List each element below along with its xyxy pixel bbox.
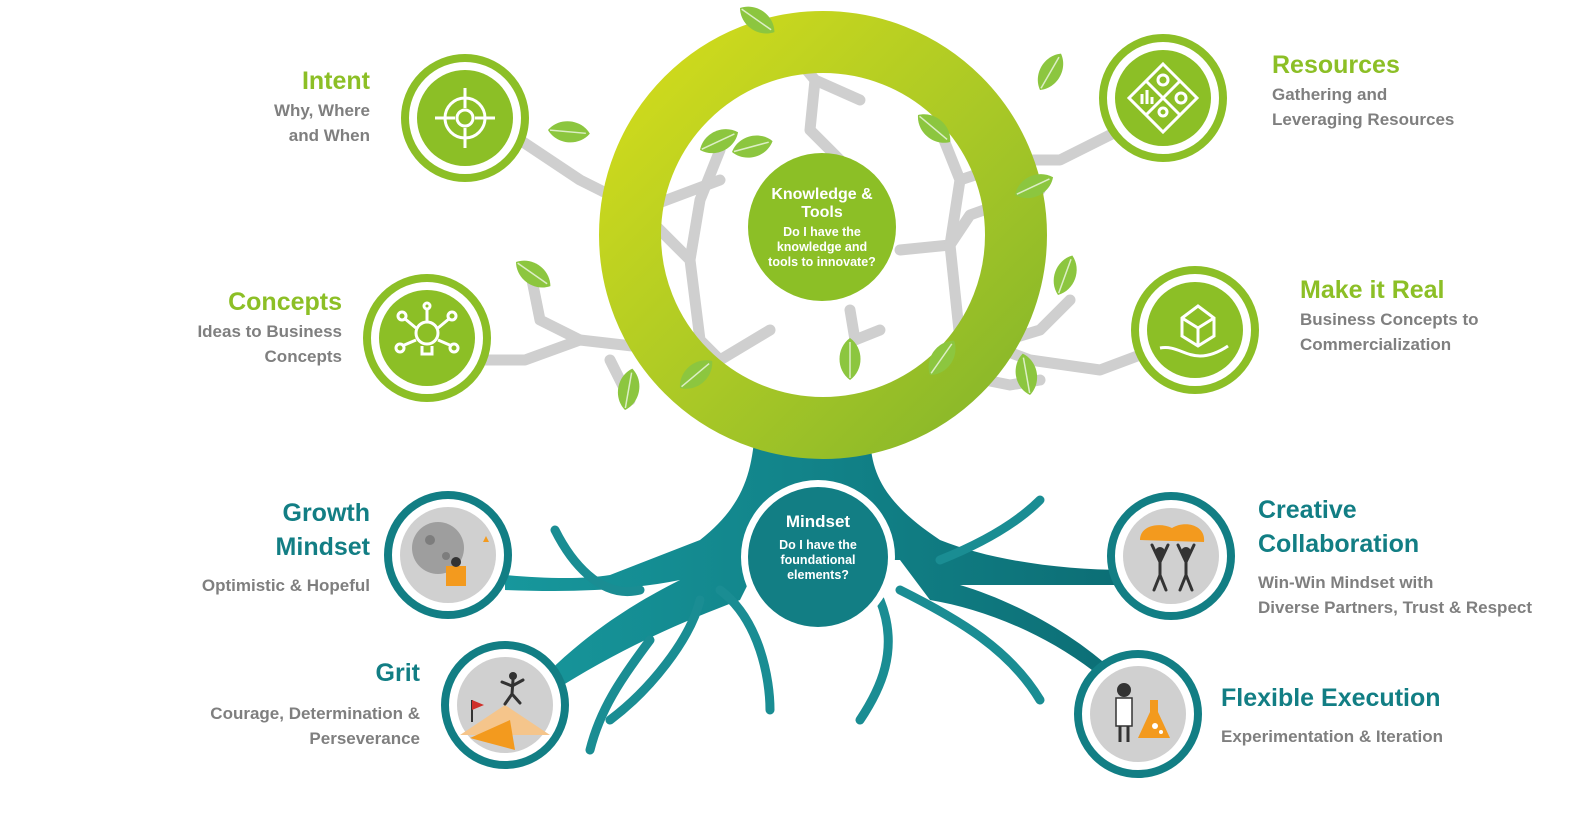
make-it-real-block: Make it Real Business Concepts to Commer…	[1300, 273, 1560, 357]
resources-block: Resources Gathering and Leveraging Resou…	[1272, 48, 1532, 132]
growth-icon-circle	[384, 491, 512, 619]
mountain-climber-icon	[460, 672, 550, 750]
moon-jetpack-icon	[412, 522, 489, 586]
root-tendrils	[550, 495, 1045, 755]
growth-line1: Optimistic & Hopeful	[201, 576, 370, 595]
creative-line2: Diverse Partners, Trust & Respect	[1258, 598, 1533, 617]
creative-title-line2: Collaboration	[1258, 530, 1420, 558]
creative-line1: Win-Win Mindset with	[1258, 573, 1434, 592]
concepts-title: Concepts	[228, 288, 342, 316]
resources-line2: Leveraging Resources	[1272, 110, 1455, 129]
growth-block: Growth Mindset Optimistic & Hopeful	[160, 496, 370, 598]
concepts-line1: Ideas to Business	[197, 322, 342, 341]
flexible-block: Flexible Execution Experimentation & Ite…	[1221, 681, 1521, 749]
grit-block: Grit Courage, Determination & Perseveran…	[170, 656, 420, 751]
knowledge-question: Do I have the knowledge and tools to inn…	[768, 225, 876, 269]
intent-icon-circle	[401, 54, 529, 182]
trunk	[505, 430, 1125, 700]
mindset-question: Do I have the foundational elements?	[779, 538, 857, 582]
make-it-real-icon-circle	[1131, 266, 1259, 394]
growth-title-line1: Growth	[282, 499, 371, 527]
knowledge-tools-label: Knowledge & Tools Do I have the knowledg…	[762, 186, 882, 270]
mindset-title: Mindset	[785, 512, 851, 531]
intent-title: Intent	[301, 67, 370, 95]
make-it-real-line2: Commercialization	[1300, 335, 1452, 354]
intent-line1: Why, Where	[273, 101, 370, 120]
resources-icon-circle	[1099, 34, 1227, 162]
concepts-line2: Concepts	[264, 347, 342, 366]
creative-block: Creative Collaboration Win-Win Mindset w…	[1258, 493, 1558, 620]
intent-block: Intent Why, Where and When	[200, 64, 370, 148]
target-icon	[435, 88, 495, 148]
creative-icon-circle	[1107, 492, 1235, 620]
lightbulb-gears-icon	[394, 301, 460, 356]
grit-icon-circle	[441, 641, 569, 769]
growth-title-line2: Mindset	[275, 533, 370, 561]
scientist-flask-icon	[1115, 683, 1170, 742]
concepts-icon-circle	[363, 274, 491, 402]
hand-cube-icon	[1159, 304, 1229, 358]
flexible-line1: Experimentation & Iteration	[1221, 727, 1443, 746]
knowledge-title: Knowledge & Tools	[771, 186, 873, 221]
grit-line2: Perseverance	[309, 729, 420, 748]
make-it-real-title: Make it Real	[1300, 276, 1445, 304]
make-it-real-line1: Business Concepts to	[1300, 310, 1479, 329]
flexible-icon-circle	[1074, 650, 1202, 778]
creative-title-line1: Creative	[1258, 496, 1357, 524]
resources-title: Resources	[1272, 51, 1400, 79]
resources-diamond-icon	[1126, 61, 1200, 135]
concepts-block: Concepts Ideas to Business Concepts	[140, 285, 342, 369]
grit-line1: Courage, Determination &	[210, 704, 420, 723]
mindset-label: Mindset Do I have the foundational eleme…	[768, 512, 868, 583]
grit-title: Grit	[375, 659, 420, 687]
people-lifting-icon	[1140, 524, 1205, 592]
flexible-title: Flexible Execution	[1221, 684, 1441, 712]
knowledge-disc	[748, 153, 896, 301]
mindset-disc	[748, 487, 888, 627]
knowledge-ring	[599, 11, 1047, 459]
intent-line2: and When	[288, 126, 370, 145]
resources-line1: Gathering and	[1272, 85, 1388, 104]
